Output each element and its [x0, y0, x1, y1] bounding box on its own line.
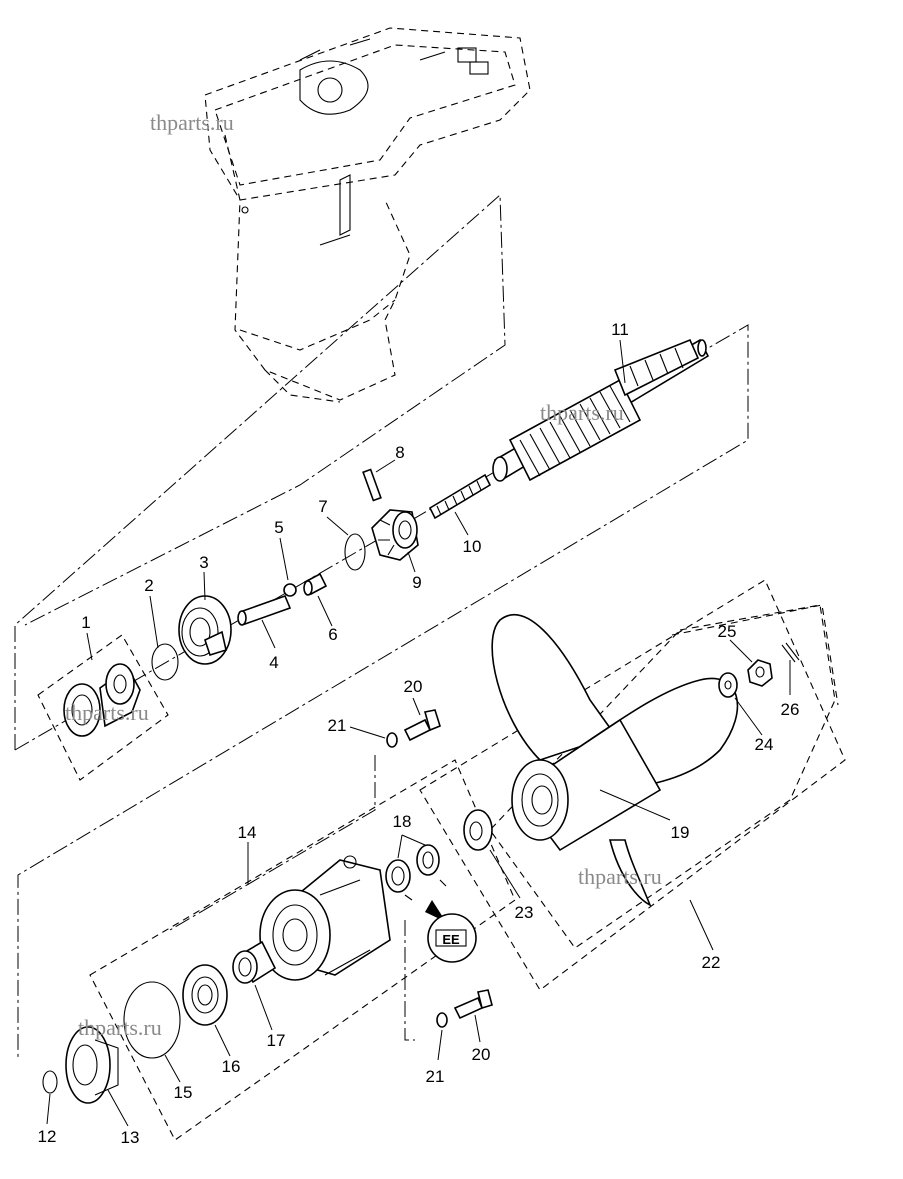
callout-1: 1	[81, 613, 90, 632]
watermark-3: thparts.ru	[65, 700, 149, 725]
callout-11: 11	[611, 320, 629, 339]
leader-lines	[46, 339, 791, 1127]
callout-23: 23	[515, 903, 534, 922]
callout-26: 26	[781, 700, 800, 719]
callout-12: 12	[38, 1127, 57, 1146]
propeller-shaft	[492, 338, 710, 482]
watermark-1: thparts.ru	[150, 110, 234, 135]
group-box-24-26	[671, 604, 839, 706]
callout-6: 6	[328, 625, 337, 644]
washer-upper	[386, 732, 398, 748]
callout-4: 4	[269, 653, 278, 672]
callout-22: 22	[702, 953, 721, 972]
o-ring-2	[151, 643, 179, 681]
circlip	[42, 1070, 58, 1094]
callout-10: 10	[463, 537, 482, 556]
callout-14: 14	[238, 823, 257, 842]
dog-clutch	[371, 509, 419, 561]
watermarks: thparts.ru thparts.ru thparts.ru thparts…	[65, 110, 662, 1040]
bearing-3	[178, 595, 232, 665]
cross-pin	[362, 468, 382, 502]
group-boxes	[37, 579, 846, 1141]
o-ring-15	[123, 981, 181, 1059]
watermark-4: thparts.ru	[578, 864, 662, 889]
callout-15: 15	[174, 1083, 193, 1102]
callout-9: 9	[412, 573, 421, 592]
callout-7: 7	[318, 497, 327, 516]
propeller-nut	[747, 659, 773, 687]
shift-slider	[237, 594, 292, 626]
assembly-lines	[14, 193, 749, 1060]
spring	[428, 473, 492, 520]
group-box-19	[489, 604, 836, 949]
ball-bearing	[182, 964, 228, 1026]
callout-20-lower: 20	[472, 1045, 491, 1064]
watermark-2: thparts.ru	[540, 400, 624, 425]
callout-17: 17	[267, 1031, 286, 1050]
callout-24: 24	[755, 735, 774, 754]
lower-case-cap	[259, 855, 391, 981]
propeller	[491, 614, 739, 907]
bolt-upper	[403, 709, 441, 742]
oil-seals	[385, 844, 440, 893]
callout-20-upper: 20	[404, 677, 423, 696]
group-box-14	[89, 759, 516, 1141]
callout-8: 8	[395, 443, 404, 462]
callout-3: 3	[199, 553, 208, 572]
bolt-lower	[453, 989, 493, 1020]
callout-16: 16	[222, 1057, 241, 1076]
callout-5: 5	[274, 518, 283, 537]
callout-21-upper: 21	[328, 716, 347, 735]
group-box-1	[37, 634, 169, 781]
plunger	[303, 572, 328, 596]
callout-13: 13	[121, 1128, 140, 1147]
callout-numbers: 1 2 3 4 5 6 7 8 9 10 11 12 13 14 15 16 1…	[38, 320, 800, 1147]
seal-housing	[65, 1026, 119, 1104]
callout-18: 18	[393, 812, 412, 831]
washer-lower	[436, 1012, 448, 1028]
cotter-pin	[781, 642, 800, 663]
callout-19: 19	[671, 823, 690, 842]
washer-24	[718, 672, 738, 698]
spring-clip	[344, 533, 366, 571]
watermark-5: thparts.ru	[78, 1015, 162, 1040]
ball	[283, 583, 297, 597]
callout-25: 25	[718, 622, 737, 641]
group-box-22	[419, 579, 846, 991]
lower-casing	[204, 27, 531, 403]
spacer	[463, 809, 493, 851]
callout-2: 2	[144, 576, 153, 595]
grease-badge-icon: EE	[404, 879, 477, 963]
grease-badge-label: EE	[442, 932, 460, 947]
needle-bearing	[232, 940, 277, 984]
forward-gear	[63, 663, 141, 737]
callout-21-lower: 21	[426, 1067, 445, 1086]
